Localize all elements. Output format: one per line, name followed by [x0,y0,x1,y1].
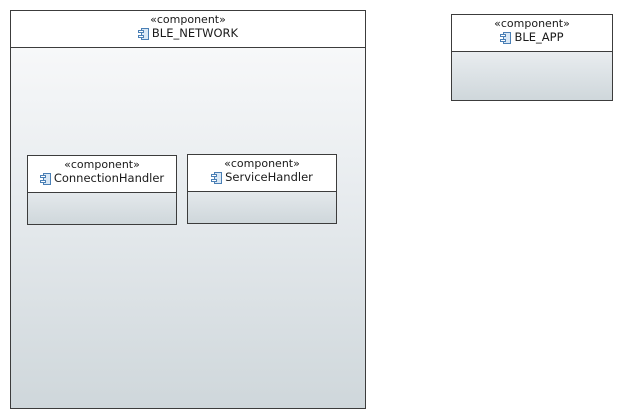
component-header: «component» BLE_APP [452,15,612,52]
stereotype-label: «component» [64,158,140,171]
component-ble-app[interactable]: «component» BLE_APP [451,14,613,101]
component-header: «component» ConnectionHandler [28,156,176,193]
component-name-row: ServiceHandler [188,170,336,185]
component-name: ServiceHandler [225,170,313,184]
component-icon [500,31,512,44]
component-name-row: BLE_NETWORK [11,26,365,41]
component-name: BLE_NETWORK [151,26,239,40]
component-header: «component» BLE_NETWORK [11,11,365,48]
component-connection-handler[interactable]: «component» ConnectionHandler [27,155,177,225]
component-name: ConnectionHandler [53,171,165,185]
stereotype-label: «component» [224,157,300,170]
component-service-handler[interactable]: «component» ServiceHandler [187,154,337,224]
component-name-row: BLE_APP [452,30,612,45]
component-icon [211,171,223,184]
component-name-row: ConnectionHandler [28,171,176,186]
component-icon [39,172,51,185]
component-header: «component» ServiceHandler [188,155,336,192]
stereotype-label: «component» [494,17,570,30]
stereotype-label: «component» [150,13,226,26]
component-name: BLE_APP [514,30,564,44]
component-icon [137,27,149,40]
